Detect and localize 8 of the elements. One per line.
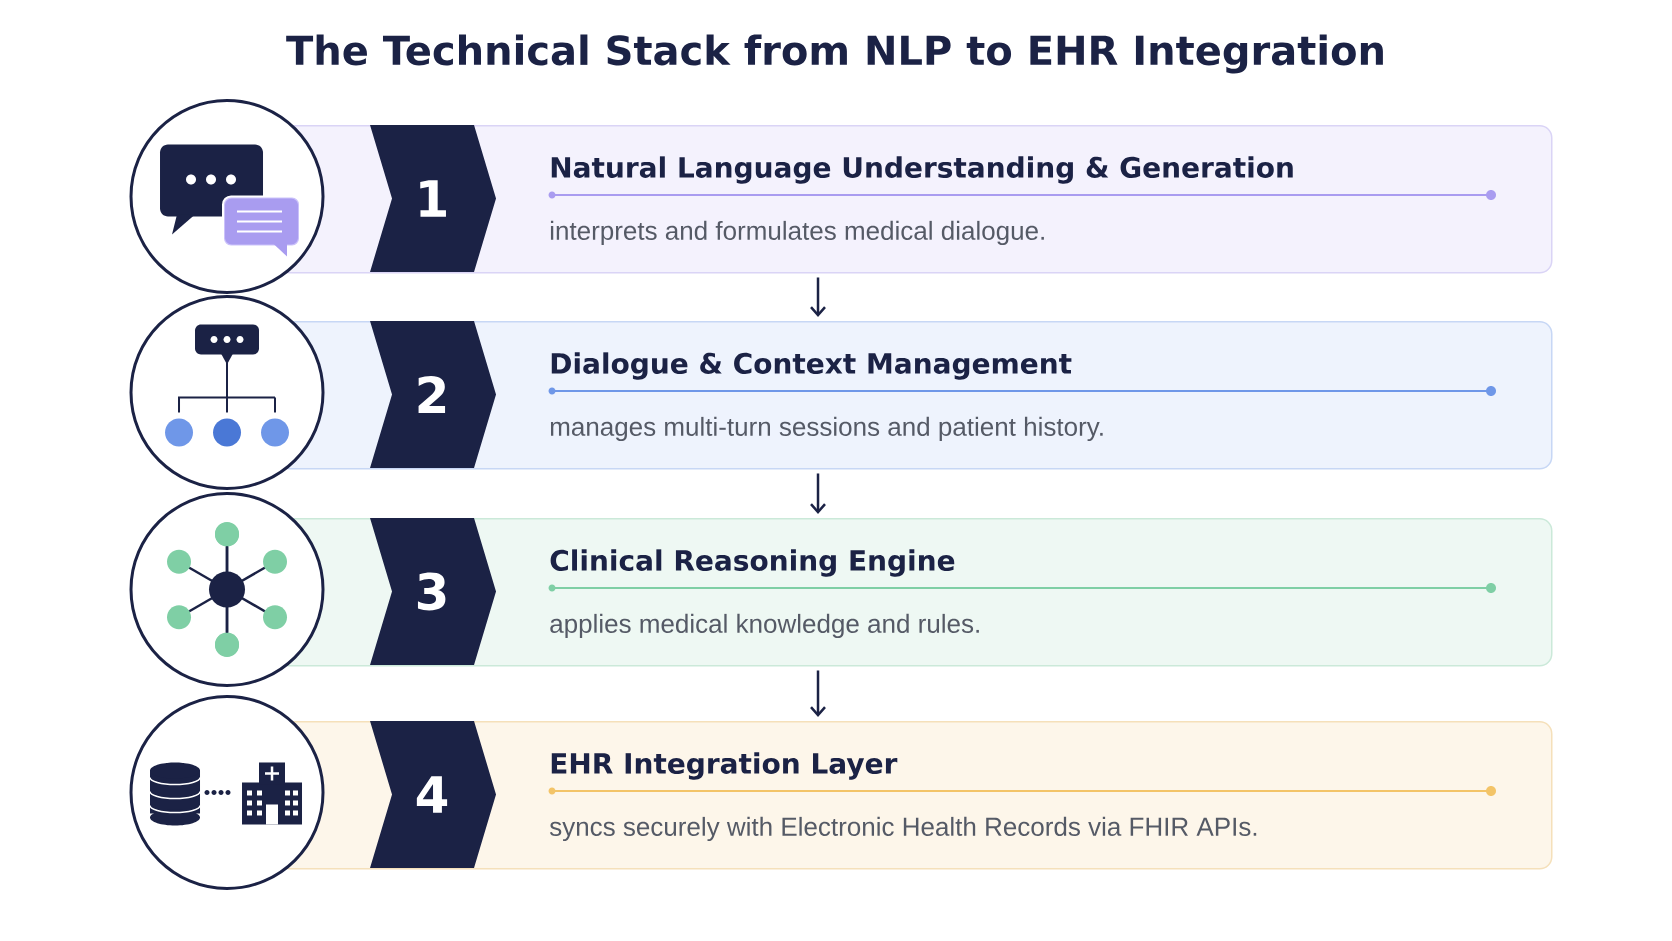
title: The Technical Stack from NLP to EHR Integration xyxy=(286,34,1383,74)
arrow xyxy=(810,277,826,317)
step-number-tab: 3 xyxy=(370,518,496,665)
arrow xyxy=(810,473,826,514)
arrow xyxy=(810,670,826,717)
step-number-tab: 2 xyxy=(370,321,496,468)
step-number-tab: 1 xyxy=(370,125,496,272)
step-number-tab: 4 xyxy=(370,721,496,868)
